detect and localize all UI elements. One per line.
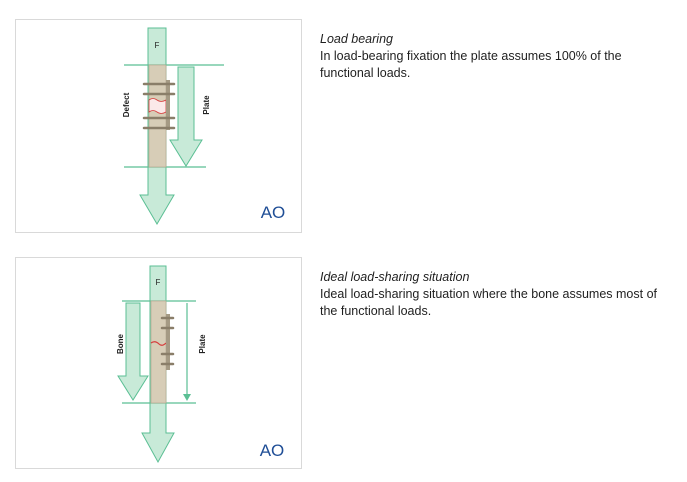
plate-label: Plate xyxy=(202,95,211,115)
bone-segment xyxy=(148,64,167,168)
load-bearing-caption: Load bearing In load-bearing fixation th… xyxy=(320,31,670,82)
load-sharing-figure: F Bone Plate AO xyxy=(15,257,302,469)
plate-label: Plate xyxy=(198,334,207,354)
force-label: F xyxy=(156,278,161,287)
ao-logo: AO xyxy=(260,441,285,460)
bone-segment xyxy=(150,300,167,404)
fracture-line xyxy=(150,341,167,346)
caption-body: In load-bearing fixation the plate assum… xyxy=(320,49,622,80)
load-bearing-diagram: F Defect Plate AO xyxy=(122,27,286,225)
screws xyxy=(160,316,175,366)
plate-load-arrow-head xyxy=(183,394,191,401)
screws xyxy=(142,82,176,130)
plate-load-arrow xyxy=(169,66,203,167)
caption-heading: Ideal load-sharing situation xyxy=(320,270,470,284)
load-sharing-diagram: F Bone Plate AO xyxy=(116,265,285,464)
bone-load-arrow xyxy=(117,302,149,401)
ao-logo: AO xyxy=(261,203,286,222)
defect-label: Defect xyxy=(122,92,131,117)
plate xyxy=(166,314,170,370)
bone-label: Bone xyxy=(116,333,125,354)
load-sharing-caption: Ideal load-sharing situation Ideal load-… xyxy=(320,269,670,320)
caption-body: Ideal load-sharing situation where the b… xyxy=(320,287,657,318)
caption-heading: Load bearing xyxy=(320,32,393,46)
force-label: F xyxy=(155,41,160,50)
plate xyxy=(166,80,170,130)
load-bearing-figure: F Defect Plate AO xyxy=(15,19,302,233)
